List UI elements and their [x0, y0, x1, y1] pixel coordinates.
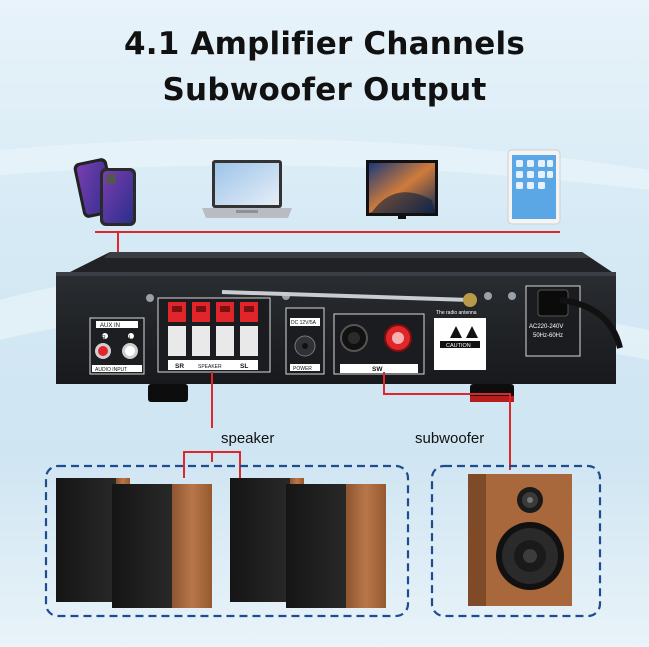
antenna-label: The radio antenna — [436, 310, 477, 316]
subwoofer-group-box — [430, 464, 602, 618]
dc-label: DC 12V/5A — [291, 320, 317, 326]
ac-line1-label: AC220-240V — [529, 324, 563, 330]
audio-input-label: AUDIO INPUT — [95, 367, 127, 373]
television-icon — [366, 160, 438, 219]
speaker-strip-label: SPEAKER — [198, 364, 222, 370]
satellite-speakers — [56, 478, 386, 608]
tablet-icon — [507, 149, 561, 225]
smartphones-icon — [73, 158, 136, 226]
headline-line-2: Subwoofer Output — [162, 72, 487, 108]
speaker-terminals — [168, 302, 258, 356]
subwoofer-cabinet — [468, 474, 572, 606]
headline-line-1: 4.1 Amplifier Channels — [123, 26, 526, 62]
subwoofer-wiring — [383, 372, 511, 470]
speaker-group-box — [44, 464, 410, 618]
amplifier-unit — [56, 252, 623, 402]
aux-r-label: R — [102, 335, 106, 341]
speaker-sl-label: SL — [240, 363, 248, 370]
subwoofer-label: subwoofer — [415, 430, 485, 447]
laptop-icon — [202, 160, 292, 218]
caution-label: CAUTION — [446, 343, 471, 349]
speaker-label: speaker — [221, 430, 275, 447]
sw-label: SW — [372, 366, 383, 373]
aux-l-label: L — [129, 335, 132, 341]
aux-in-label: AUX IN — [100, 323, 120, 329]
power-label: POWER — [293, 366, 312, 372]
ac-line2-label: 50Hz-60Hz — [533, 333, 563, 339]
speaker-sr-label: SR — [175, 363, 184, 370]
speaker-wiring — [183, 372, 241, 478]
